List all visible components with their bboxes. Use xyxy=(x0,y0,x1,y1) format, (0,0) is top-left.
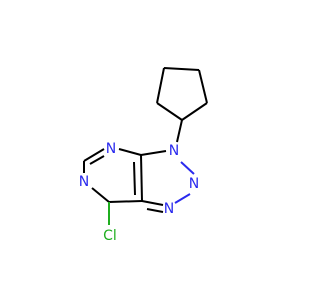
bond-cyclopentyl-4 xyxy=(156,67,165,104)
atom-labels: N N N N N Cl xyxy=(79,141,199,244)
atom-n-pyrimidine-top: N xyxy=(106,141,116,157)
chemical-structure-diagram: N N N N N Cl xyxy=(79,67,208,244)
ring-bonds xyxy=(83,119,195,225)
bond-n6-to-c7 xyxy=(91,187,110,203)
bond-n4-to-c5-inner xyxy=(89,155,105,165)
bond-c3a-to-c7a-inner xyxy=(133,161,136,196)
bond-cyclopentyl-1 xyxy=(181,102,208,121)
bond-c3a-to-n4 xyxy=(118,148,142,156)
bond-c7-to-c7a xyxy=(108,200,143,203)
bond-cyclopentyl-2 xyxy=(198,69,208,104)
atom-n-pyrimidine-bottom: N xyxy=(79,174,89,190)
bond-n2-to-n1 xyxy=(174,193,191,204)
bond-cyclopentyl-3 xyxy=(163,67,200,71)
atom-n-triazole-middle: N xyxy=(189,176,199,192)
bond-n3-to-n2 xyxy=(180,161,195,175)
bond-n1-to-c7a xyxy=(141,200,164,206)
atom-n-triazole-lower: N xyxy=(164,201,174,217)
atom-chlorine: Cl xyxy=(103,228,117,244)
bond-cyclopentyl-5 xyxy=(156,102,183,121)
bond-c3a-to-c7a xyxy=(140,154,143,202)
bond-n4-to-c5 xyxy=(83,148,105,162)
cyclopentyl-ring xyxy=(156,67,208,121)
bond-n3-to-c3a xyxy=(140,150,167,156)
bond-n1-to-c7a-double xyxy=(146,208,164,213)
atom-n-triazole-substituted: N xyxy=(169,143,179,159)
bond-cyclopentyl-to-n3 xyxy=(176,119,183,143)
